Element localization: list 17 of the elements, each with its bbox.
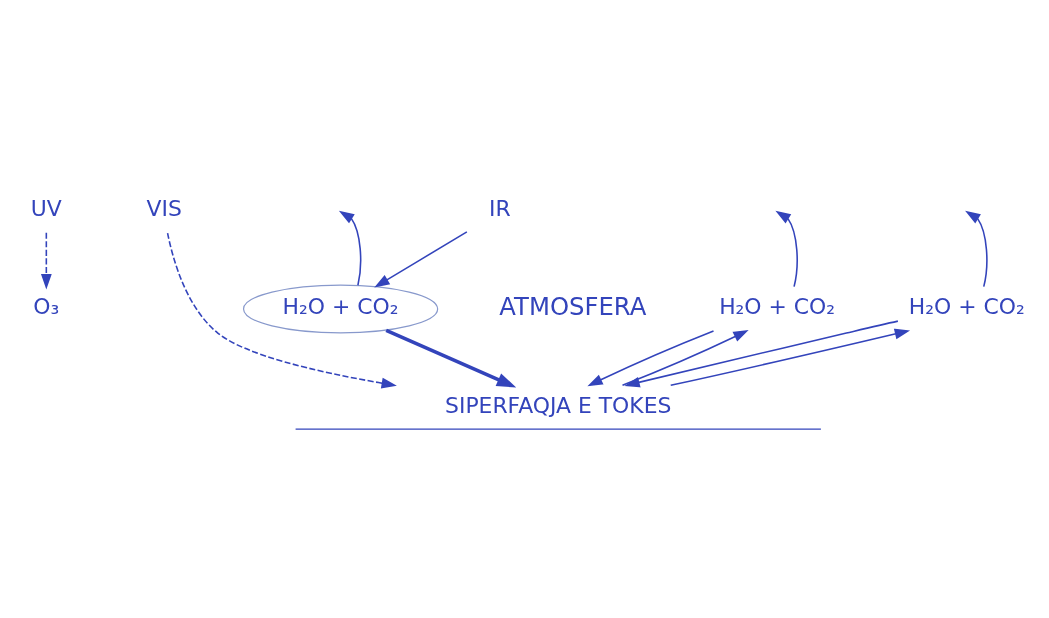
arrow [965,210,988,288]
node-text: IR [489,196,511,222]
arrow [374,231,468,288]
node-ellipse: H₂O + CO₂ [242,284,439,334]
arrow [40,231,52,290]
node-text: VIS [146,196,182,222]
arrow [669,328,911,387]
arrow [338,210,362,287]
arrow [385,328,517,388]
label: ATMOSFERA [499,292,647,322]
arrow [166,232,397,389]
arrow [775,210,798,288]
node-text: H₂O + CO₂ [908,294,1025,320]
node-text: H₂O + CO₂ [719,294,836,320]
node-text: O₃ [33,294,60,320]
node-text: UV [30,196,62,222]
node-text: SIPERFAQJA E TOKES [445,392,672,418]
